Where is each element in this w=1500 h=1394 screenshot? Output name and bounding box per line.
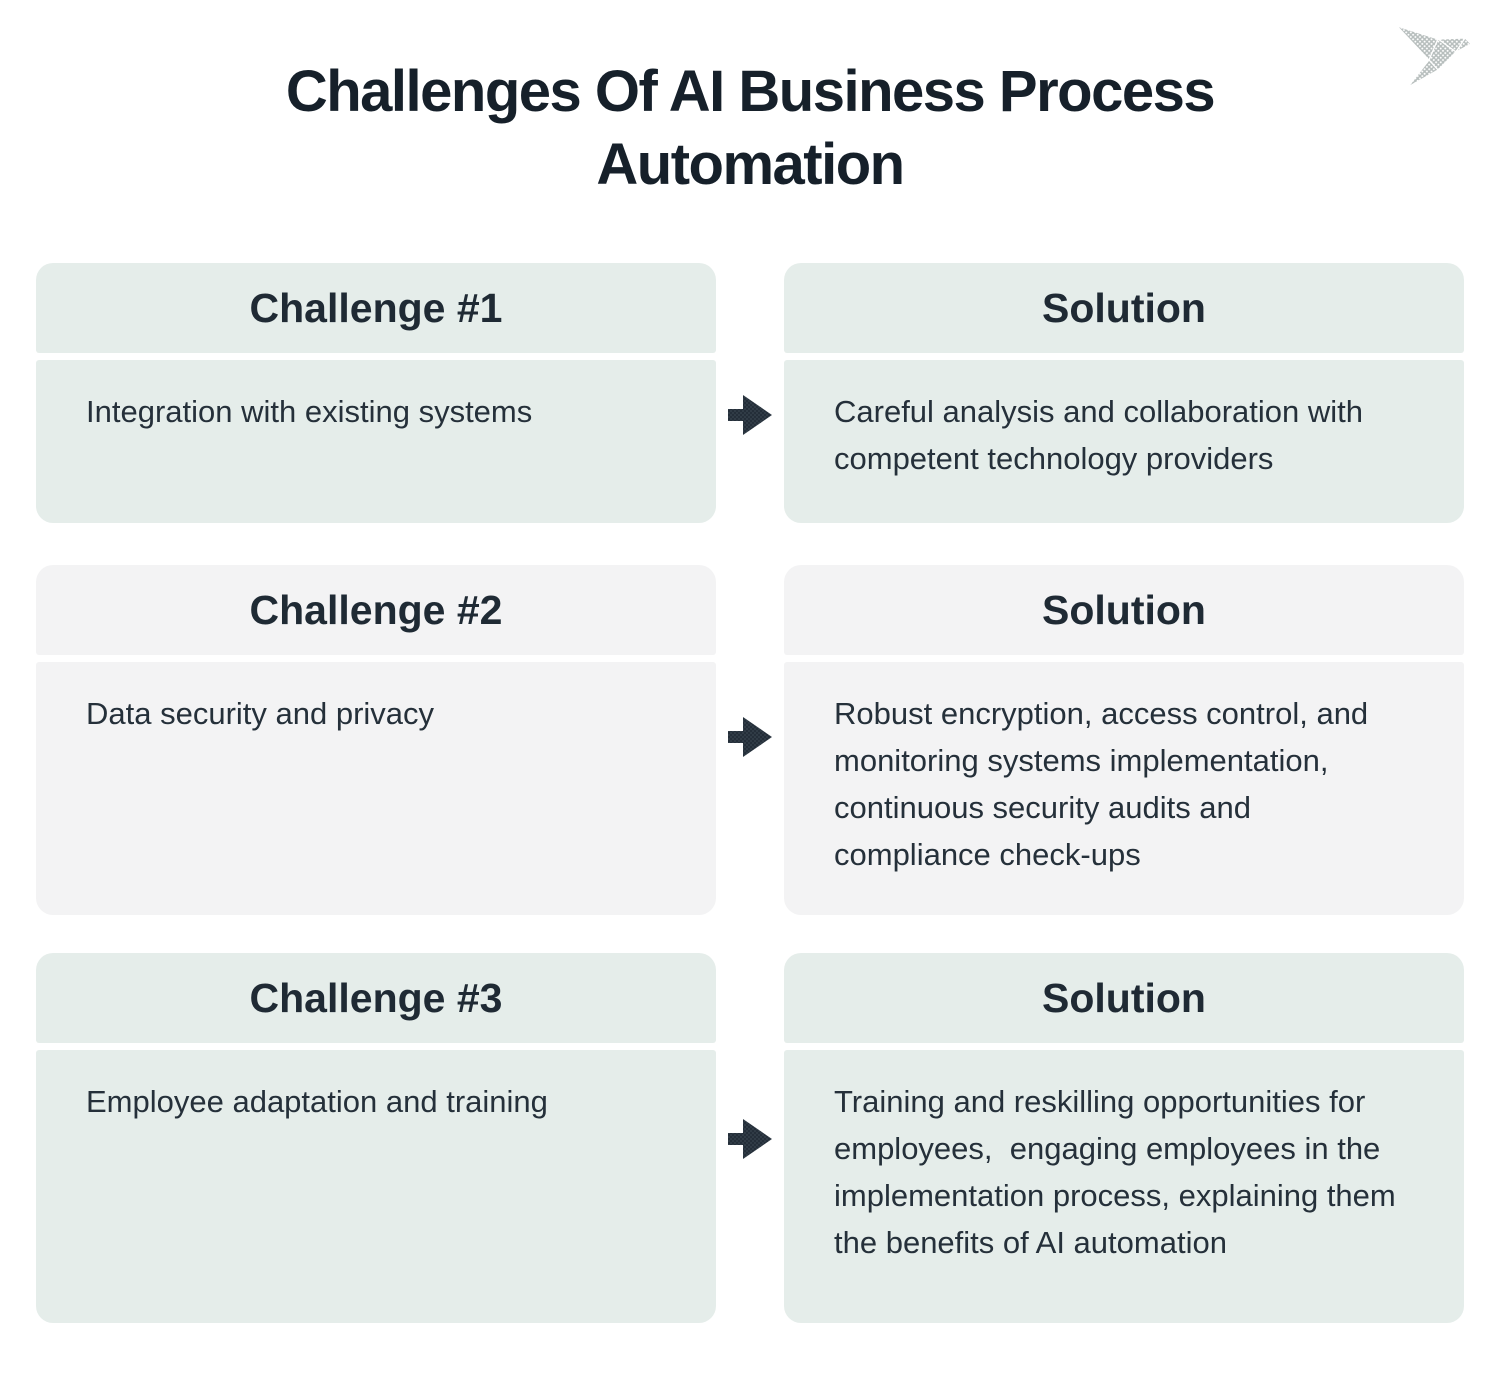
solution-card-2: Solution Robust encryption, access contr… xyxy=(784,565,1464,915)
challenge-card-2: Challenge #2 Data security and privacy xyxy=(36,565,716,915)
solution-1-header: Solution xyxy=(784,263,1464,353)
solution-3-label: Solution xyxy=(1042,974,1206,1021)
solution-2-text: Robust encryption, access control, and m… xyxy=(834,696,1377,872)
origami-bird-icon xyxy=(1396,25,1472,88)
solution-2-body: Robust encryption, access control, and m… xyxy=(784,662,1464,915)
solution-3-text: Training and reskilling opportunities fo… xyxy=(834,1084,1405,1260)
solution-2-header: Solution xyxy=(784,565,1464,655)
challenge-1-text: Integration with existing systems xyxy=(86,394,533,429)
arrow-right-icon xyxy=(728,717,772,757)
challenge-1-header: Challenge #1 xyxy=(36,263,716,353)
challenge-2-body: Data security and privacy xyxy=(36,662,716,915)
challenge-2-label: Challenge #2 xyxy=(249,586,503,633)
solution-1-text: Careful analysis and collaboration with … xyxy=(834,394,1372,476)
arrow-right-icon xyxy=(728,1119,772,1159)
challenge-1-body: Integration with existing systems xyxy=(36,360,716,523)
challenge-2-header: Challenge #2 xyxy=(36,565,716,655)
solution-1-body: Careful analysis and collaboration with … xyxy=(784,360,1464,523)
solution-1-label: Solution xyxy=(1042,284,1206,331)
solution-2-label: Solution xyxy=(1042,586,1206,633)
challenge-card-3: Challenge #3 Employee adaptation and tra… xyxy=(36,953,716,1323)
solution-card-3: Solution Training and reskilling opportu… xyxy=(784,953,1464,1323)
challenge-2-text: Data security and privacy xyxy=(86,696,435,731)
challenge-3-label: Challenge #3 xyxy=(249,974,503,1021)
challenge-card-1: Challenge #1 Integration with existing s… xyxy=(36,263,716,523)
challenge-3-body: Employee adaptation and training xyxy=(36,1050,716,1323)
solution-3-header: Solution xyxy=(784,953,1464,1043)
page-title: Challenges Of AI Business Process Automa… xyxy=(285,59,1216,197)
challenge-1-label: Challenge #1 xyxy=(249,284,503,331)
challenge-3-text: Employee adaptation and training xyxy=(86,1084,548,1119)
solution-3-body: Training and reskilling opportunities fo… xyxy=(784,1050,1464,1323)
arrow-right-icon xyxy=(728,395,772,435)
challenge-3-header: Challenge #3 xyxy=(36,953,716,1043)
solution-card-1: Solution Careful analysis and collaborat… xyxy=(784,263,1464,523)
